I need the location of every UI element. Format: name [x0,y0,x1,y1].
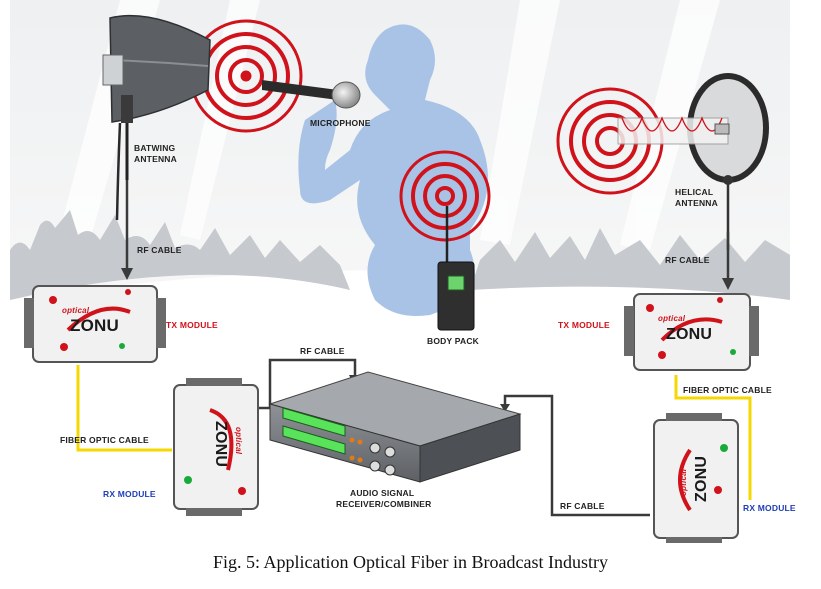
label-tx-module-left: TX MODULE [166,320,218,330]
fiber-optic-cables [76,365,752,500]
rf-cables [125,180,730,517]
label-microphone: MICROPHONE [310,118,371,128]
label-body-pack: BODY PACK [427,336,480,346]
rx-right-brand-small: optical [679,468,688,496]
label-helical-2: ANTENNA [675,198,718,208]
label-rf-cable-middle: RF CABLE [300,346,345,356]
microphone-waves [189,19,303,133]
batwing-antenna-icon [102,14,211,221]
label-rx-module-left: RX MODULE [103,489,156,499]
diagram-canvas: optical ZONU optical ZONU optical ZONU [10,0,796,543]
label-rf-cable-right: RF CABLE [665,255,710,265]
rx-right-brand: ZONU [693,456,710,502]
label-rf-cable-left: RF CABLE [137,245,182,255]
rx-left-brand-small: optical [234,427,243,455]
rx-module-right: optical ZONU [653,413,739,543]
tx-module-right: optical ZONU [624,293,759,371]
helical-antenna-icon [617,73,769,250]
label-receiver-2: RECEIVER/COMBINER [336,499,432,509]
label-tx-module-right: TX MODULE [558,320,610,330]
label-batwing-2: ANTENNA [134,154,177,164]
rx-left-brand: ZONU [212,421,229,467]
tx-left-brand: ZONU [70,316,119,335]
tx-right-brand-small: optical [658,314,686,323]
microphone-icon [262,80,361,109]
label-rx-module-right: RX MODULE [743,503,796,513]
label-fiber-left: FIBER OPTIC CABLE [60,435,149,445]
tx-right-brand: ZONU [666,326,712,343]
figure-caption: Fig. 5: Application Optical Fiber in Bro… [213,552,608,572]
label-fiber-right: FIBER OPTIC CABLE [683,385,772,395]
tx-module-left: optical ZONU [24,285,166,363]
label-receiver-1: AUDIO SIGNAL [350,488,414,498]
receiver-combiner-icon [268,371,522,483]
singer-silhouette [298,24,488,316]
label-helical-1: HELICAL [675,187,713,197]
crowd-silhouette [10,210,790,300]
body-pack-icon [437,206,475,331]
tx-left-brand-small: optical [62,306,90,315]
label-batwing-1: BATWING [134,143,176,153]
rx-module-left: optical ZONU [173,378,259,516]
bodypack-waves [399,150,491,242]
label-rf-cable-bottom: RF CABLE [560,501,605,511]
